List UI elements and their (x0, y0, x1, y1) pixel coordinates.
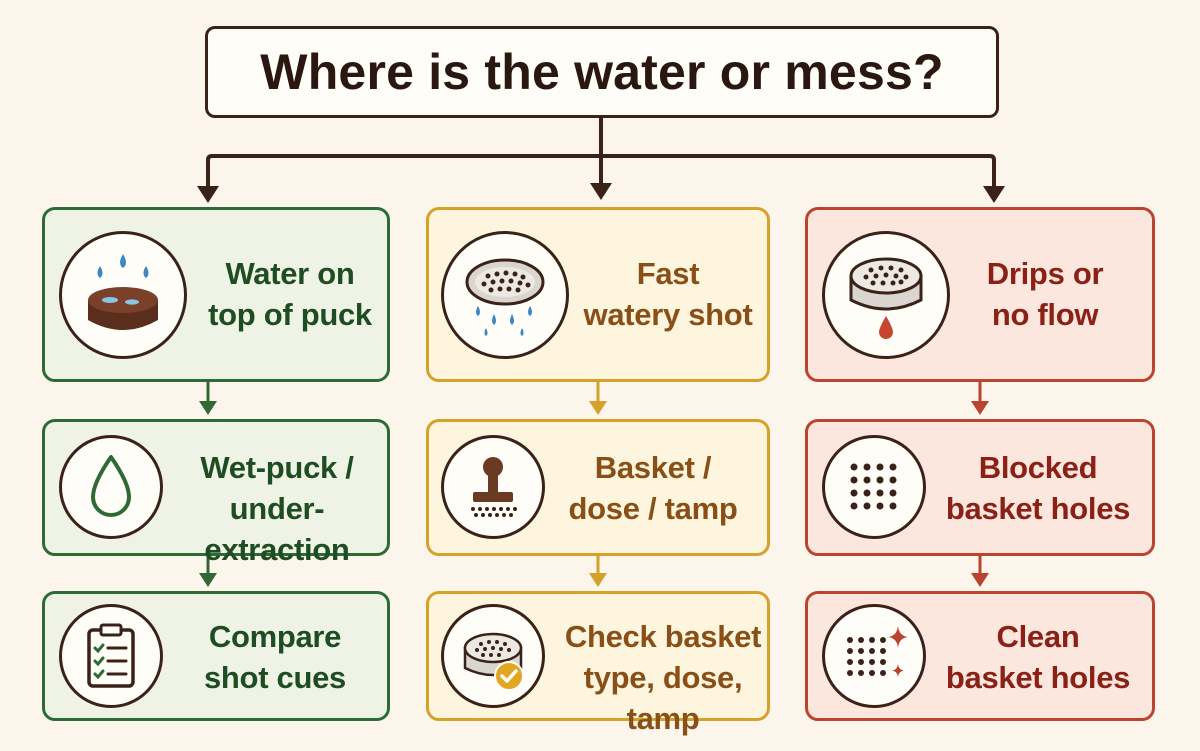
node-label: Check basket type, dose, tamp (564, 619, 762, 736)
node-label: Water on top of puck (208, 256, 372, 332)
node-water-on-top-of-puck: Water on top of puck (42, 207, 390, 382)
shower-screen-drops-icon (441, 231, 569, 359)
basket-check-icon (441, 604, 545, 708)
node-label: Drips or no flow (986, 256, 1104, 332)
node-basket-dose-tamp: Basket / dose / tamp (426, 419, 770, 556)
title-box: Where is the water or mess? (205, 26, 999, 118)
yellow-column-arrows (589, 382, 607, 587)
title-branch-connector (206, 116, 996, 190)
node-label: Fast watery shot (583, 256, 753, 332)
node-blocked-basket-holes: Blocked basket holes (805, 419, 1155, 556)
node-wet-puck-under-extraction: Wet-puck / under-extraction (42, 419, 390, 567)
node-fast-watery-shot: Fast watery shot (426, 207, 770, 382)
node-drips-or-no-flow: Drips or no flow (805, 207, 1155, 382)
node-check-basket-type-dose-tamp: Check basket type, dose, tamp (426, 591, 770, 736)
green-column-arrows (199, 382, 217, 587)
arrow-to-green-column (197, 186, 219, 203)
node-compare-shot-cues: Compare shot cues (42, 591, 390, 721)
node-label: Wet-puck / under-extraction (200, 450, 354, 567)
arrow-to-yellow-column (590, 183, 612, 200)
wet-puck-icon (59, 231, 187, 359)
node-label: Basket / dose / tamp (568, 450, 738, 526)
node-label: Compare shot cues (203, 619, 346, 695)
sparkle-holes-icon (822, 604, 926, 708)
arrow-to-red-column (983, 186, 1005, 203)
diagram-title: Where is the water or mess? (260, 44, 944, 100)
basket-holes-icon (822, 435, 926, 539)
clipboard-checklist-icon (59, 604, 163, 708)
red-column-arrows (971, 382, 989, 587)
basket-drip-icon (822, 231, 950, 359)
tamper-icon (441, 435, 545, 539)
node-label: Blocked basket holes (945, 450, 1131, 526)
water-drop-icon (59, 435, 163, 539)
node-label: Clean basket holes (945, 619, 1131, 695)
node-clean-basket-holes: Clean basket holes (805, 591, 1155, 721)
